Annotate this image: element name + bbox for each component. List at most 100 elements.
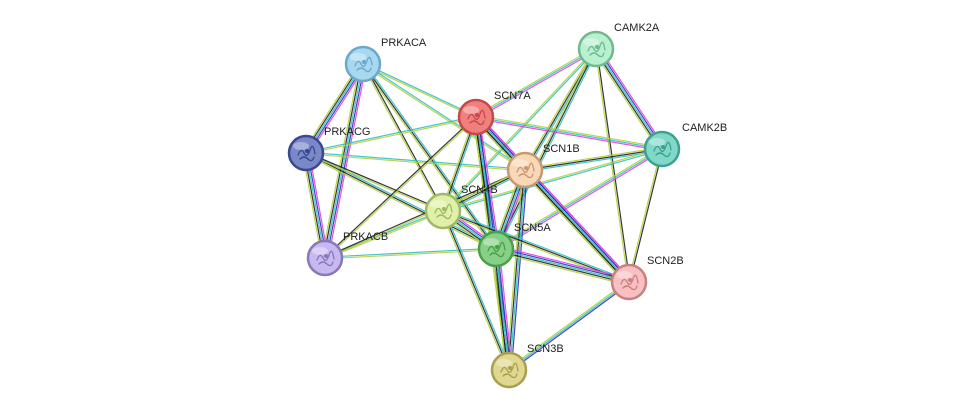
edge-camk2b-scn2b [627,148,664,283]
edge-evidence-line [362,64,476,119]
node-circle[interactable] [643,130,681,168]
node-highlight [312,247,328,255]
edge-prkaca-scn7a [362,62,477,119]
edge-evidence-line [495,251,629,286]
node-label: SCN4B [461,184,498,196]
node-scn5a[interactable]: SCN5A [477,222,551,268]
node-highlight [293,142,309,150]
edge-evidence-line [492,249,507,371]
edge-scn5a-scn2b [495,245,630,286]
node-prkaca[interactable]: PRKACA [344,37,427,83]
edges-layer [302,46,666,372]
node-camk2b[interactable]: CAMK2B [643,122,727,168]
edge-evidence-line [495,249,629,285]
node-circle[interactable] [477,230,515,268]
edge-evidence-line [496,245,630,280]
edge-evidence-line [526,167,632,281]
edge-evidence-line [507,169,525,370]
node-label: PRKACB [343,231,388,243]
node-circle[interactable] [577,30,615,68]
edge-evidence-line [324,247,496,258]
node-circle[interactable] [287,134,325,172]
protein-structure-icon [487,241,506,258]
node-prkacb[interactable]: PRKACB [306,231,388,277]
edge-evidence-line [496,248,512,370]
node-circle[interactable] [306,239,344,277]
edge-evidence-line [509,282,631,372]
edge-evidence-line [325,117,477,260]
edge-evidence-line [440,211,509,371]
edge-evidence-line [442,210,510,371]
edge-evidence-line [443,208,630,282]
edge-scn4b-scn3b [440,210,512,371]
edge-evidence-line [509,170,527,371]
edge-evidence-line [305,153,525,172]
edge-evidence-line [523,170,629,284]
edge-scn1b-scn2b [522,167,632,285]
edge-evidence-line [524,146,662,170]
node-scn7a[interactable]: SCN7A [457,90,531,136]
edge-evidence-line [522,171,628,285]
node-highlight [350,53,366,61]
node-label: PRKACA [381,37,427,49]
node-circle[interactable] [344,45,382,83]
node-label: SCN2B [647,255,684,267]
node-label: CAMK2B [682,122,727,134]
edge-evidence-line [596,47,664,149]
node-highlight [616,271,632,279]
protein-structure-icon [316,250,335,267]
node-highlight [649,138,665,146]
node-circle[interactable] [490,351,528,389]
edge-evidence-line [598,46,666,148]
edge-evidence-line [442,210,630,283]
node-circle[interactable] [610,263,648,301]
edge-evidence-line [324,168,525,258]
edge-scn5a-scn3b [492,248,513,371]
edge-prkacg-scn1b [305,151,526,172]
nodes-layer: PRKACA SCN7A CAMK2A CAMK2B PRKACG SCN1B SCN4B S… [287,22,727,389]
edge-prkacg-scn4b [305,151,444,213]
edge-evidence-line [627,148,662,282]
edge-evidence-line [305,153,443,213]
protein-structure-icon [297,145,316,162]
edge-prkacb-scn4b [324,209,444,260]
node-scn4b[interactable]: SCN4B [424,184,498,230]
protein-structure-icon [620,274,639,291]
edge-evidence-line [476,49,598,119]
edge-evidence-line [443,210,512,370]
edge-evidence-line [506,169,524,370]
edge-camk2a-scn4b [441,48,598,212]
node-circle[interactable] [424,192,462,230]
edge-evidence-line [443,149,663,213]
node-camk2a[interactable]: CAMK2A [577,22,660,68]
edge-prkaca-scn5a [361,62,498,251]
edge-evidence-line [305,152,497,250]
edge-evidence-line [523,47,596,170]
edge-evidence-line [325,64,366,259]
node-circle[interactable] [457,98,495,136]
edge-evidence-line [306,151,444,211]
node-scn3b[interactable]: SCN3B [490,343,564,389]
node-circle[interactable] [506,151,544,189]
edge-camk2b-scn4b [442,147,663,213]
edge-evidence-line [475,116,663,150]
protein-structure-icon [354,56,373,73]
edge-evidence-line [306,117,477,155]
edge-evidence-line [495,248,510,371]
protein-structure-icon [467,109,486,126]
edge-scn1b-scn3b [506,169,528,371]
node-prkacg[interactable]: PRKACG [287,126,370,172]
edge-evidence-line [363,62,526,170]
edge-prkacb-scn7a [324,115,477,260]
edge-scn4b-scn2b [442,208,630,285]
edge-evidence-line [306,151,526,170]
edge-evidence-line [475,117,662,152]
node-scn2b[interactable]: SCN2B [610,255,684,301]
edge-scn2b-scn3b [507,280,631,372]
protein-structure-icon [653,141,672,158]
edge-evidence-line [362,63,497,250]
node-scn1b[interactable]: SCN1B [506,143,580,189]
node-highlight [583,38,599,46]
edge-prkacb-scn5a [324,247,497,260]
